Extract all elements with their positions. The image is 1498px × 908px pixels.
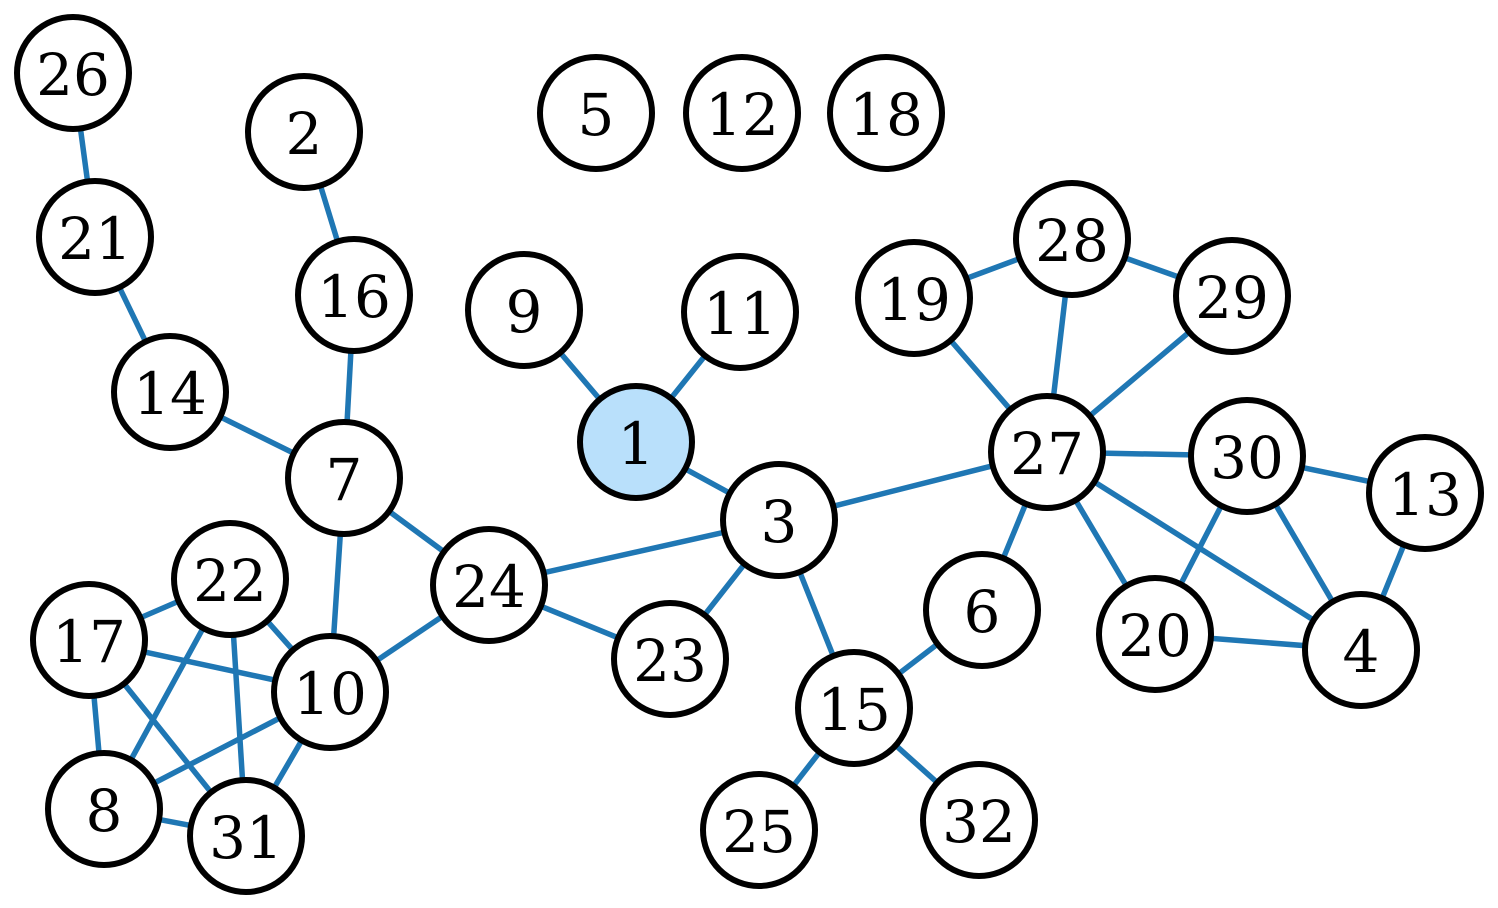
node-circle bbox=[700, 771, 818, 889]
node-3: 3 bbox=[720, 461, 838, 579]
node-circle bbox=[171, 520, 289, 638]
node-label: 6 bbox=[964, 578, 1001, 646]
node-22: 22 bbox=[171, 520, 289, 638]
node-circle bbox=[681, 253, 799, 371]
node-circle bbox=[1096, 575, 1214, 693]
node-circle bbox=[285, 419, 403, 537]
node-label: 1 bbox=[618, 410, 655, 478]
node-label: 25 bbox=[722, 798, 796, 866]
node-1: 1 bbox=[577, 383, 695, 501]
node-8: 8 bbox=[45, 750, 163, 868]
node-circle bbox=[795, 649, 913, 767]
node-label: 9 bbox=[506, 278, 543, 346]
node-label: 30 bbox=[1210, 424, 1284, 492]
node-circle bbox=[537, 54, 655, 172]
node-label: 27 bbox=[1010, 420, 1084, 488]
node-2: 2 bbox=[245, 73, 363, 191]
node-16: 16 bbox=[295, 236, 413, 354]
node-label: 10 bbox=[293, 660, 367, 728]
node-circle bbox=[245, 73, 363, 191]
edge-27-4 bbox=[1044, 449, 1364, 653]
node-label: 2 bbox=[286, 100, 323, 168]
node-label: 11 bbox=[703, 280, 777, 348]
node-label: 13 bbox=[1388, 461, 1462, 529]
node-label: 14 bbox=[133, 360, 207, 428]
node-circle bbox=[430, 526, 548, 644]
node-23: 23 bbox=[611, 600, 729, 718]
node-14: 14 bbox=[111, 333, 229, 451]
node-label: 5 bbox=[578, 81, 615, 149]
node-11: 11 bbox=[681, 253, 799, 371]
node-circle bbox=[30, 581, 148, 699]
node-20: 20 bbox=[1096, 575, 1214, 693]
node-15: 15 bbox=[795, 649, 913, 767]
node-label: 4 bbox=[1343, 618, 1380, 686]
node-18: 18 bbox=[827, 54, 945, 172]
node-circle bbox=[295, 236, 413, 354]
node-label: 24 bbox=[452, 553, 526, 621]
node-label: 21 bbox=[58, 205, 132, 273]
node-28: 28 bbox=[1013, 180, 1131, 298]
node-12: 12 bbox=[683, 54, 801, 172]
node-7: 7 bbox=[285, 419, 403, 537]
node-6: 6 bbox=[923, 551, 1041, 669]
node-label: 22 bbox=[193, 547, 267, 615]
node-9: 9 bbox=[465, 251, 583, 369]
node-27: 27 bbox=[988, 393, 1106, 511]
node-17: 17 bbox=[30, 581, 148, 699]
node-label: 28 bbox=[1035, 207, 1109, 275]
node-label: 16 bbox=[317, 263, 391, 331]
node-circle bbox=[855, 239, 973, 357]
node-26: 26 bbox=[14, 14, 132, 132]
node-circle bbox=[1173, 237, 1291, 355]
node-circle bbox=[1188, 397, 1306, 515]
node-label: 20 bbox=[1118, 602, 1192, 670]
node-21: 21 bbox=[36, 178, 154, 296]
node-24: 24 bbox=[430, 526, 548, 644]
node-circle bbox=[1013, 180, 1131, 298]
node-5: 5 bbox=[537, 54, 655, 172]
node-label: 29 bbox=[1195, 264, 1269, 332]
node-circle bbox=[45, 750, 163, 868]
node-25: 25 bbox=[700, 771, 818, 889]
node-circle-highlighted bbox=[577, 383, 695, 501]
node-label: 15 bbox=[817, 676, 891, 744]
node-31: 31 bbox=[187, 777, 305, 895]
node-label: 23 bbox=[633, 627, 707, 695]
node-label: 8 bbox=[86, 777, 123, 845]
node-label: 32 bbox=[942, 788, 1016, 856]
node-circle bbox=[920, 761, 1038, 879]
node-label: 3 bbox=[761, 488, 798, 556]
node-label: 19 bbox=[877, 266, 951, 334]
node-circle bbox=[923, 551, 1041, 669]
node-circle bbox=[465, 251, 583, 369]
node-30: 30 bbox=[1188, 397, 1306, 515]
node-19: 19 bbox=[855, 239, 973, 357]
node-label: 17 bbox=[52, 608, 126, 676]
node-13: 13 bbox=[1366, 434, 1484, 552]
node-circle bbox=[720, 461, 838, 579]
node-circle bbox=[611, 600, 729, 718]
node-circle bbox=[827, 54, 945, 172]
node-label: 12 bbox=[705, 81, 779, 149]
node-circle bbox=[271, 633, 389, 751]
node-circle bbox=[187, 777, 305, 895]
node-circle bbox=[683, 54, 801, 172]
node-label: 7 bbox=[326, 446, 363, 514]
node-10: 10 bbox=[271, 633, 389, 751]
node-circle bbox=[14, 14, 132, 132]
node-32: 32 bbox=[920, 761, 1038, 879]
node-label: 26 bbox=[36, 41, 110, 109]
node-circle bbox=[36, 178, 154, 296]
node-circle bbox=[988, 393, 1106, 511]
node-circle bbox=[111, 333, 229, 451]
node-label: 31 bbox=[209, 804, 283, 872]
node-4: 4 bbox=[1302, 591, 1420, 709]
node-circle bbox=[1366, 434, 1484, 552]
node-29: 29 bbox=[1173, 237, 1291, 355]
node-circle bbox=[1302, 591, 1420, 709]
node-label: 18 bbox=[849, 81, 923, 149]
